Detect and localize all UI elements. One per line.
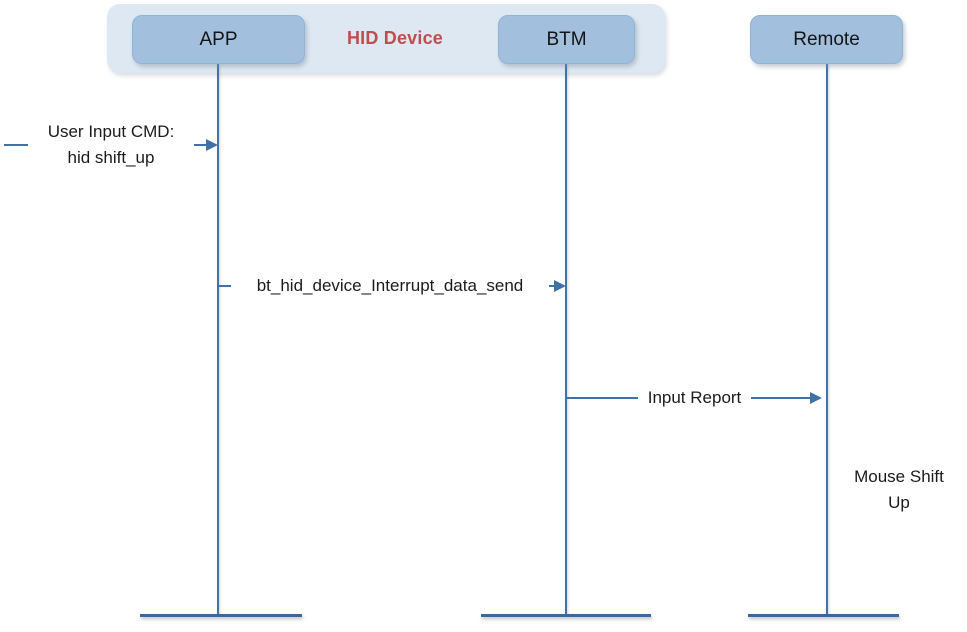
message-label-input-report: Input Report [638, 385, 751, 411]
message-label-line2: hid shift_up [67, 148, 155, 167]
annotation-mouse-shift-up: Mouse Shift Up [838, 464, 960, 516]
lifeline-remote [826, 63, 828, 615]
annotation-line2: Up [888, 493, 910, 512]
end-bar-remote [748, 614, 899, 617]
actor-label-app: APP [199, 28, 238, 50]
annotation-line1: Mouse Shift [854, 467, 944, 486]
lifeline-btm [565, 63, 567, 615]
message-label-user-input-cmd: User Input CMD: hid shift_up [28, 119, 194, 171]
message-label-interrupt-data-send: bt_hid_device_Interrupt_data_send [231, 273, 549, 299]
end-bar-btm [481, 614, 651, 617]
hid-device-group-title: HID Device [346, 28, 444, 48]
lifeline-app [217, 64, 219, 615]
end-bar-app [140, 614, 302, 617]
actor-box-app: APP [132, 15, 305, 64]
actor-label-remote: Remote [793, 28, 860, 50]
message-label-line1: User Input CMD: [47, 122, 175, 141]
actor-label-btm: BTM [546, 28, 587, 50]
actor-box-remote: Remote [750, 15, 903, 64]
arrowhead-icon [810, 392, 822, 404]
arrowhead-icon [206, 139, 218, 151]
actor-box-btm: BTM [498, 15, 635, 64]
arrowhead-icon [554, 280, 566, 292]
